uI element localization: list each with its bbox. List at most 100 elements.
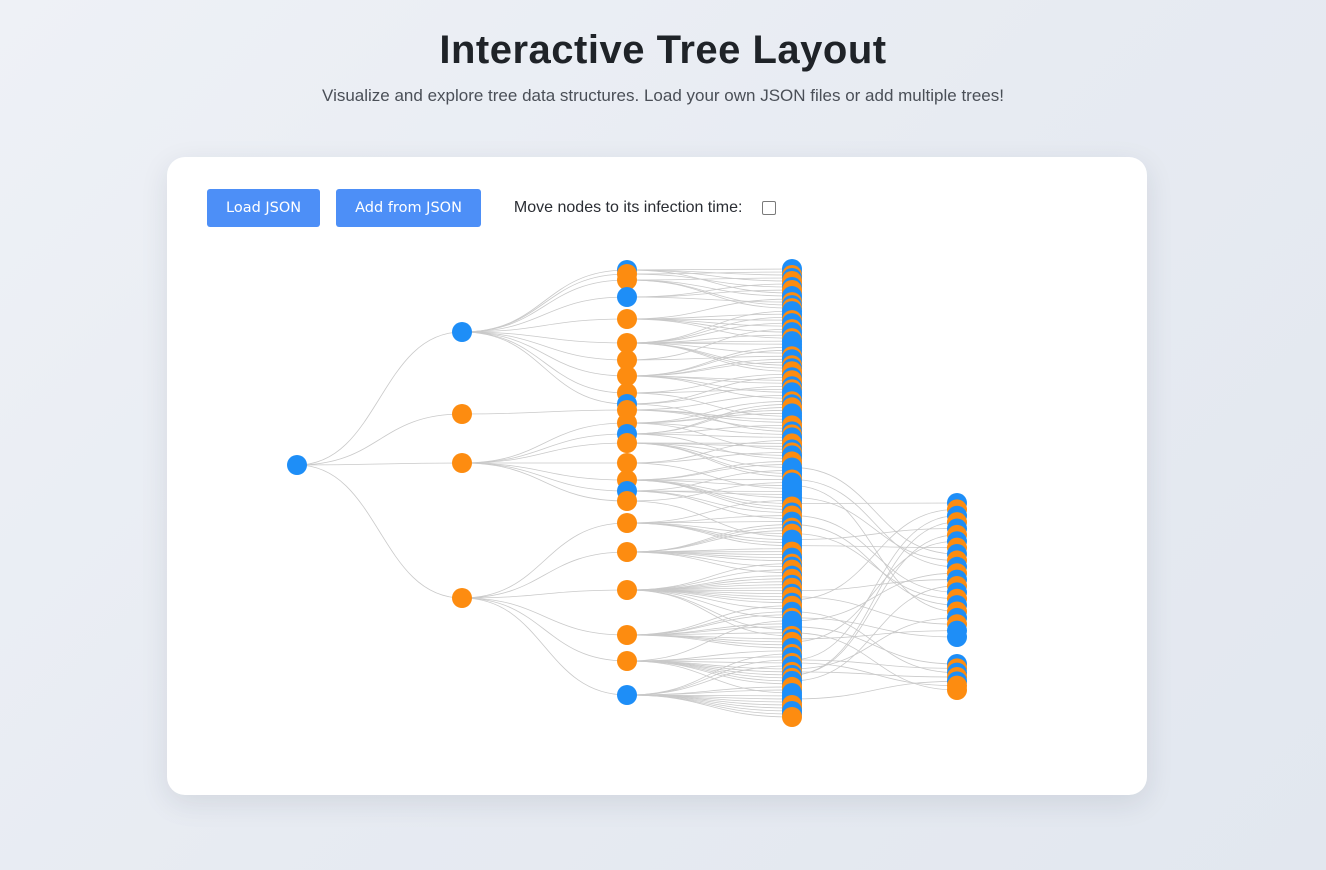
tree-link (626, 479, 793, 510)
tree-node[interactable] (617, 433, 637, 453)
tree-link (626, 589, 793, 619)
tree-link (461, 442, 628, 464)
tree-link (626, 412, 793, 424)
tree-link (791, 680, 958, 700)
tree-link (461, 462, 628, 492)
tree-link (791, 540, 958, 643)
tree-node[interactable] (452, 322, 472, 342)
tree-link (626, 589, 793, 637)
tree-link (791, 579, 958, 592)
tree-link (626, 269, 793, 294)
tree-link (626, 328, 793, 361)
tree-link (461, 331, 628, 377)
tree-link (461, 551, 628, 599)
tree-link (791, 534, 958, 676)
tree-link (626, 634, 793, 646)
tree-link (626, 342, 793, 372)
tree-node[interactable] (617, 491, 637, 511)
tree-node[interactable] (617, 542, 637, 562)
tree-link (626, 388, 793, 394)
tree-link (791, 467, 958, 555)
page-title: Interactive Tree Layout (439, 28, 887, 72)
tree-link (626, 376, 793, 405)
tree-link (626, 442, 793, 477)
tree-link (626, 279, 793, 309)
tree-link (626, 406, 793, 435)
tree-link (791, 626, 958, 665)
tree-link (626, 277, 793, 281)
tree-link (791, 524, 958, 606)
add-from-json-button[interactable]: Add from JSON (336, 189, 481, 227)
tree-link (791, 528, 958, 541)
tree-link (461, 273, 628, 333)
tree-link (461, 409, 628, 415)
tree-link (461, 597, 628, 662)
tree-link (626, 620, 793, 662)
tree-link (791, 545, 958, 549)
tree-node[interactable] (617, 625, 637, 645)
tree-link (626, 400, 793, 424)
load-json-button[interactable]: Load JSON (207, 189, 321, 227)
tree-link (626, 422, 793, 435)
tree-link (626, 500, 793, 537)
tree-link (626, 269, 793, 282)
tree-node[interactable] (617, 309, 637, 329)
tree-link (791, 585, 958, 682)
tree-link (461, 296, 628, 333)
tree-node[interactable] (617, 685, 637, 705)
tree-link (626, 289, 793, 298)
tree-node[interactable] (452, 588, 472, 608)
tree-link (626, 522, 793, 547)
tree-link (626, 394, 793, 411)
tree-link (461, 462, 628, 502)
tree-link (791, 479, 958, 568)
tree-node[interactable] (452, 404, 472, 424)
tree-node[interactable] (617, 287, 637, 307)
tree-link (626, 355, 793, 361)
tree-link (626, 439, 793, 464)
tree-link (626, 551, 793, 574)
tree-node[interactable] (617, 651, 637, 671)
tree-link (626, 521, 793, 524)
tree-link (626, 470, 793, 492)
tree-link (461, 318, 628, 333)
tree-link (626, 349, 793, 377)
page-subtitle: Visualize and explore tree data structur… (322, 86, 1004, 105)
tree-node[interactable] (287, 455, 307, 475)
tree-canvas[interactable] (167, 157, 1147, 795)
tree-node[interactable] (617, 333, 637, 353)
tree-link (626, 694, 793, 718)
tree-link (791, 617, 958, 638)
tree-link (791, 659, 958, 669)
tree-node[interactable] (947, 680, 967, 700)
tree-link (626, 392, 793, 417)
tree-link (626, 375, 793, 399)
tree-link (791, 508, 958, 601)
tree-link (626, 660, 793, 694)
tree-link (626, 490, 793, 495)
tree-link (626, 318, 793, 339)
tree-link (626, 409, 793, 429)
tree-link (626, 660, 793, 682)
tree-node[interactable] (617, 270, 637, 290)
tree-node[interactable] (782, 707, 802, 727)
tree-node[interactable] (452, 453, 472, 473)
tree-link (626, 310, 793, 344)
tree-node[interactable] (617, 513, 637, 533)
tree-link (626, 530, 793, 553)
tree-link (461, 589, 628, 599)
tree-link (626, 422, 793, 450)
tree-node[interactable] (617, 366, 637, 386)
infection-time-checkbox[interactable] (762, 201, 777, 215)
tree-node[interactable] (947, 627, 967, 647)
tree-node[interactable] (617, 580, 637, 600)
tree-node[interactable] (617, 350, 637, 370)
tree-node[interactable] (617, 453, 637, 473)
tree-link (626, 442, 793, 474)
tree-link (626, 614, 793, 636)
tree-link (626, 346, 793, 377)
tree-link (791, 515, 958, 661)
tree-link (461, 331, 628, 361)
toolbar: Load JSON Add from JSON Move nodes to it… (207, 189, 777, 227)
tree-link (626, 464, 793, 481)
